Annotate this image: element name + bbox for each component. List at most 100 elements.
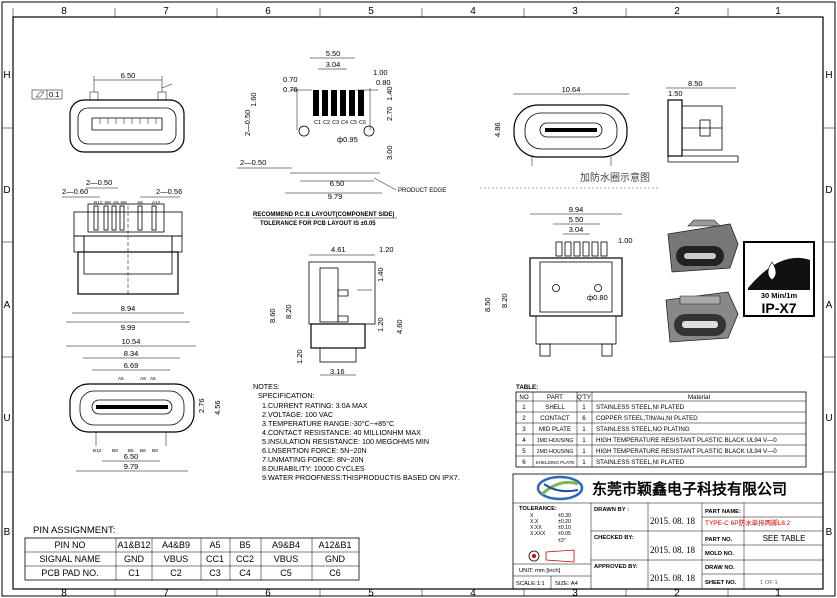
company-logo [536,475,584,501]
pcb-caption-1: RECOMMEND P.C.B LAYOUT(COMPONENT SIDE) [253,212,394,218]
col-label: 8 [61,588,67,598]
bottom-top-pin: A9 [140,376,146,381]
dim-2-76: 2.76 [197,398,206,413]
bottom-bot-pin: B12 [93,448,102,453]
row-label: A [826,300,833,311]
ip-badge: 30 Min/1m IP-X7 [743,241,815,317]
ip-depth-label: 30 Min/1m [761,291,798,300]
note-item: 6.LNSERTION FORCE: 5N~20N [262,446,367,455]
dim-1-40: 1.40 [376,267,385,282]
dim-3-04: 3.04 [326,60,341,69]
pcb-pin-label: C5 [350,120,357,126]
bom-cell: 1 [522,404,526,411]
tol-val: ±0.30 [558,513,571,519]
dim-3-16: 3.16 [330,367,345,376]
pin-cell: B5 [239,540,250,550]
pin-cell: CC2 [236,554,254,564]
tol-val: ±0.20 [558,519,571,525]
pin-cell: A9&B4 [272,540,300,550]
col-label: 3 [572,6,578,17]
dim-6-50: 6.50 [330,179,345,188]
pin-cell: C6 [329,568,341,578]
part-no-label: PART NO. [705,537,733,543]
pcb-caption-2: TOLERANCE FOR PCB LAYOUT IS ±0.05 [260,221,376,227]
dim-10-64: 10.64 [562,85,581,94]
note-item: 5.INSULATION RESISTANCE: 100 MEGOHMS MIN [262,437,429,446]
bom-header: PART [547,394,563,401]
pin-cell: A12&B1 [318,540,351,550]
bom-table: TABLE: NO PART Q'TY Material 1 SHELL 1 S… [515,384,807,468]
top-view: 2—0.50 2—0.60 2—0.56 B12 B9 A5 B6 A8 A12… [62,178,190,332]
bom-cell: 2MD HOUSING [537,449,574,455]
top-pin-label: A5 [113,200,119,205]
top-pin-label: A8 [137,200,143,205]
bom-header: Material [688,394,710,401]
row-label: A [4,300,11,311]
dim-8-50-wp: 8.50 [688,79,703,88]
dim-1-20-bot: 1.20 [295,349,304,364]
pin-cell: A1&B12 [117,540,150,550]
dim-6-69: 6.69 [124,361,139,370]
col-label: 3 [572,588,578,598]
pin-cell: C3 [209,568,221,578]
tolerance-label: TOLERANCE: [519,506,557,512]
dim-3-00: 3.00 [385,145,394,160]
row-label: U [825,413,832,424]
bom-cell: STAINLESS STEEL,NO PLATING [596,426,690,433]
pin-cell: A5 [209,540,220,550]
pin-cell: VBUS [164,554,189,564]
dim-5-50-rear: 5.50 [569,215,584,224]
row-label: D [825,185,832,196]
bottom-top-pin: A5 [118,376,124,381]
row-label: D [3,185,10,196]
col-label: 5 [368,6,374,17]
flatness-value: 0.1 [49,90,59,99]
col-label: 4 [470,588,476,598]
checked-date: 2015. 08. 18 [650,545,696,555]
pin-cell: A4&B9 [162,540,190,550]
bom-cell: CONTACT [540,415,570,422]
tol-key: X.XXX [530,531,546,537]
row-label: U [3,413,10,424]
mold-no-label: MOLD NO. [705,551,734,557]
dim-8-60: 8.60 [268,308,277,323]
bottom-top-pin: A6 [150,376,156,381]
dim-1-40: 1.40 [385,86,394,101]
dim-0-70: 0.70 [283,75,298,84]
pcb-pin-label: C1 [314,120,321,126]
pcb-pin-label: C4 [341,120,348,126]
bom-cell: 1 [582,426,586,433]
sheet-no-label: SHEET NO. [705,580,737,586]
bom-cell: 6 [582,415,586,422]
dim-8-94: 8.94 [121,304,136,313]
dim-1-60: 1.60 [249,92,258,107]
pcb-pin-label: C6 [359,120,366,126]
checked-by-label: CHECKED BY: [594,535,634,541]
dim-060: 2—0.60 [62,187,88,196]
rear-view: 9.94 5.50 3.04 1.00 ф0.80 8.50 8.20 [483,205,633,357]
bottom-bot-pin: B9 [112,448,118,453]
tol-key: X.X [530,519,539,525]
bom-cell: 1 [582,459,586,466]
bom-cell: SHELDING PLATE [536,460,575,465]
pin-cell: C2 [170,568,182,578]
row-label: H [3,70,10,81]
col-label: 6 [265,588,271,598]
bom-header: Q'TY [577,394,591,401]
dim-4-86: 4.86 [493,122,502,137]
bottom-view: 10.54 8.34 6.69 A5 A9 A6 B12 B9 B5 B6 B9… [66,337,222,472]
dim-050: 2—0.50 [86,178,112,187]
col-label: 2 [674,588,680,598]
row-label: B [4,527,11,538]
col-label: 8 [61,6,67,17]
pin-cell: C4 [239,568,251,578]
draw-no-label: DRAW NO. [705,565,735,571]
tol-key: X.XX [530,525,542,531]
col-label: 7 [163,588,169,598]
note-item: 8.DURABILITY: 10000 CYCLES [262,464,365,473]
inner-border [12,16,824,590]
pin-cell: GND [325,554,346,564]
approved-by-label: APPROVED BY: [594,564,638,570]
approved-date: 2015. 08. 18 [650,573,696,583]
